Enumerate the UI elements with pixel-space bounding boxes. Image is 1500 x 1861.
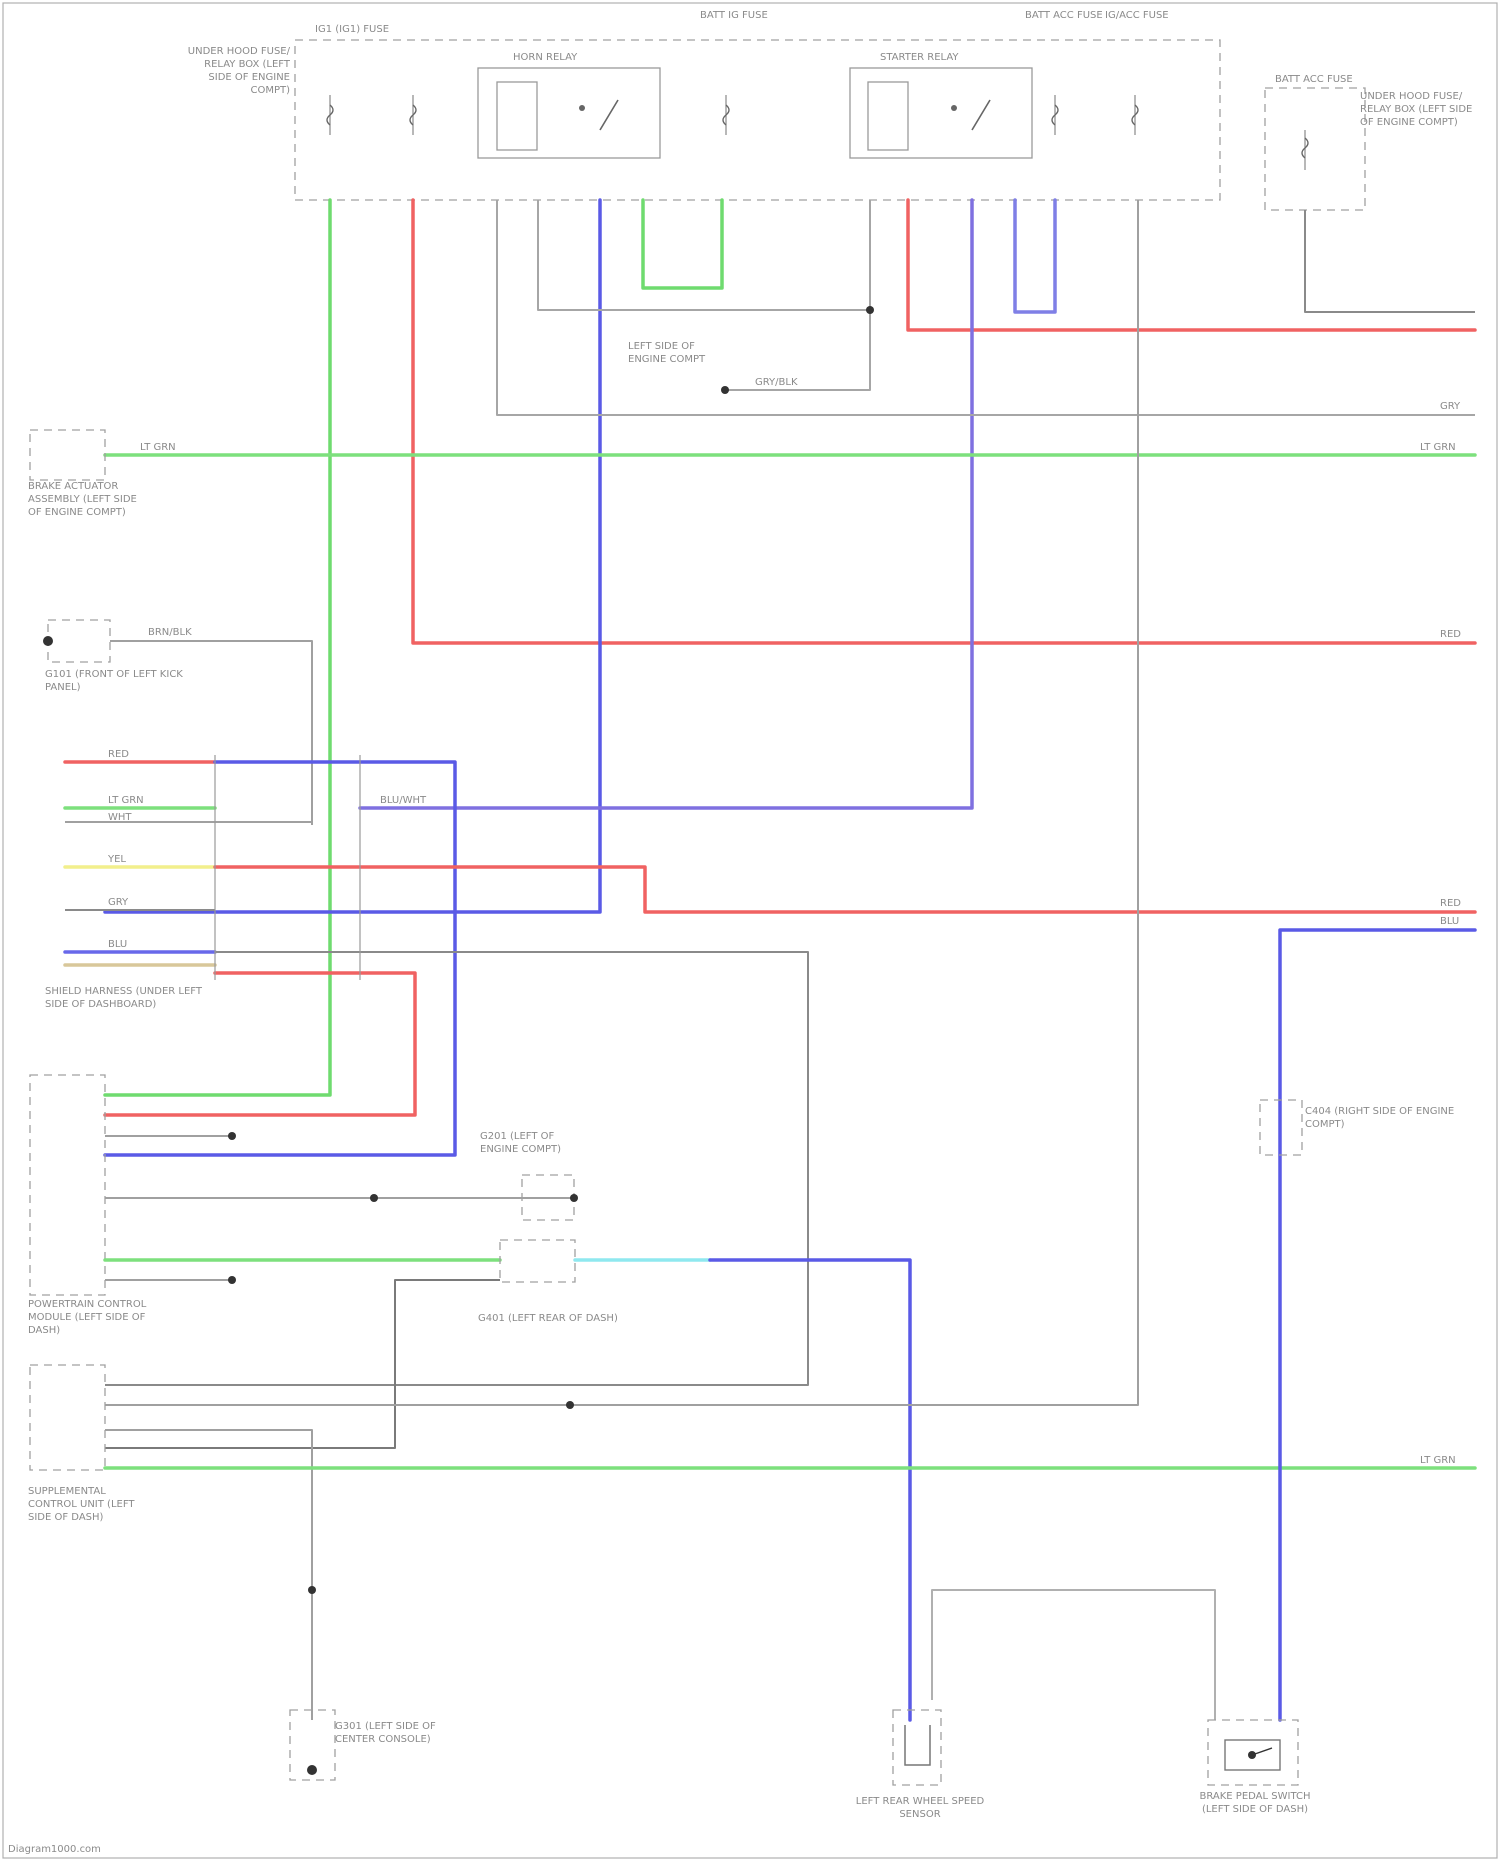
ground-left-dashed	[48, 620, 110, 662]
ground-top-label: LEFT SIDE OF ENGINE COMPT	[628, 340, 728, 366]
connector-right-label: C404 (RIGHT SIDE OF ENGINE COMPT)	[1305, 1105, 1455, 1131]
relay-1-label: HORN RELAY	[513, 52, 578, 63]
ground-lower-label: G401 (LEFT REAR OF DASH)	[478, 1312, 638, 1325]
harness-note-box: SHIELD HARNESS (UNDER LEFT SIDE OF DASHB…	[45, 985, 215, 1045]
actuator-label-box: BRAKE ACTUATOR ASSEMBLY (LEFT SIDE OF EN…	[28, 480, 148, 560]
bcm-ground-label: G201 (LEFT OF ENGINE COMPT)	[480, 1130, 590, 1156]
switch-icon	[1225, 1740, 1280, 1770]
ground-top-label-box: LEFT SIDE OF ENGINE COMPT	[628, 340, 728, 385]
unit-right-top-dashed	[1265, 88, 1365, 210]
pcm-ground-dot-b	[228, 1276, 236, 1284]
fuse-top-right-b-label: IG/ACC FUSE	[1105, 10, 1169, 21]
ground-bottom-dot	[307, 1765, 317, 1775]
unit-left-top-label: UNDER HOOD FUSE/ RELAY BOX (LEFT SIDE OF…	[180, 45, 290, 97]
module-lower-label-box: SUPPLEMENTAL CONTROL UNIT (LEFT SIDE OF …	[28, 1485, 138, 1540]
unit-left-top-label-box: UNDER HOOD FUSE/ RELAY BOX (LEFT SIDE OF…	[180, 45, 290, 120]
wire-gray-right-top	[1305, 210, 1475, 312]
wire-green-main	[105, 200, 330, 1095]
diagram-frame	[3, 3, 1497, 1858]
wire-gray-sensor-link	[932, 1590, 1215, 1720]
fuse-icon	[1302, 130, 1308, 170]
sensor-bottom-mid-dashed	[893, 1710, 941, 1785]
wire-label-red-h: RED	[108, 749, 129, 760]
ground-left-dot	[43, 636, 53, 646]
wire-label-green-h: LT GRN	[108, 795, 144, 806]
wire-gray-scu-a	[105, 200, 1138, 1405]
bcm-ground-dot	[570, 1194, 578, 1202]
unit-right-top-label: UNDER HOOD FUSE/ RELAY BOX (LEFT SIDE OF…	[1360, 90, 1480, 129]
wire-label-green: LT GRN	[140, 442, 176, 453]
wire-gray-relay-ground	[538, 200, 870, 310]
unit-right-top-label-box: UNDER HOOD FUSE/ RELAY BOX (LEFT SIDE OF…	[1360, 90, 1480, 170]
ground-left-label: G101 (FRONT OF LEFT KICK PANEL)	[45, 668, 215, 694]
fuse-far-right-label: BATT ACC FUSE	[1275, 74, 1353, 85]
ground-lower-label-box: G401 (LEFT REAR OF DASH)	[478, 1312, 638, 1342]
actuator-dashed	[30, 430, 105, 480]
wire-red-relay2	[908, 200, 1475, 330]
fuse-main-label: IG1 (IG1) FUSE	[315, 24, 389, 35]
splice-dot	[866, 306, 874, 314]
wire-purple-relay2	[360, 200, 972, 808]
wire-red-main	[413, 200, 1475, 643]
relay-2-label: STARTER RELAY	[880, 52, 959, 63]
sensor-bottom-mid-label-box: LEFT REAR WHEEL SPEED SENSOR	[850, 1795, 990, 1835]
wire-label-green-right: LT GRN	[1420, 442, 1456, 453]
wire-label-blue-right: BLU	[1440, 916, 1459, 927]
fuse-icon	[1052, 95, 1058, 135]
sensor-bottom-mid-icon	[905, 1725, 930, 1765]
wire-blue-g401	[710, 1260, 910, 1720]
connector-right-label-box: C404 (RIGHT SIDE OF ENGINE COMPT)	[1305, 1105, 1455, 1150]
switch-bottom-right-label-box: BRAKE PEDAL SWITCH (LEFT SIDE OF DASH)	[1185, 1790, 1325, 1830]
wire-blue-loop	[1015, 200, 1055, 312]
fuse-icon	[327, 95, 333, 135]
fuse-top-center-label: BATT IG FUSE	[700, 10, 768, 21]
pcm-splice-dot	[370, 1194, 378, 1202]
wire-red-harness-b	[215, 867, 1475, 912]
wire-label-yel-h: YEL	[107, 854, 126, 865]
scu-ground-mid-dot	[308, 1586, 316, 1594]
wire-label-red-right: RED	[1440, 629, 1461, 640]
wire-label-green-lower: LT GRN	[1420, 1455, 1456, 1466]
wire-green-loop	[643, 200, 722, 288]
module-lower-dashed	[30, 1365, 105, 1470]
wire-label-gray-ground: GRY/BLK	[755, 377, 798, 388]
module-left-label-box: POWERTRAIN CONTROL MODULE (LEFT SIDE OF …	[28, 1298, 178, 1348]
wire-gray-scu-b	[105, 1430, 312, 1720]
harness-note-label: SHIELD HARNESS (UNDER LEFT SIDE OF DASHB…	[45, 985, 215, 1011]
fuse-icon	[723, 95, 729, 135]
wire-label-wht-h: WHT	[108, 812, 132, 823]
wire-blue-right	[1280, 930, 1475, 1720]
switch-bottom-right-label: BRAKE PEDAL SWITCH (LEFT SIDE OF DASH)	[1185, 1790, 1325, 1816]
fuse-icon	[1132, 95, 1138, 135]
wire-label-blu-wht: BLU/WHT	[380, 795, 427, 806]
bcm-ground-label-box: G201 (LEFT OF ENGINE COMPT)	[480, 1130, 590, 1170]
actuator-label: BRAKE ACTUATOR ASSEMBLY (LEFT SIDE OF EN…	[28, 480, 148, 519]
module-left-dashed	[30, 1075, 105, 1295]
ground-bottom-label-box: G301 (LEFT SIDE OF CENTER CONSOLE)	[335, 1720, 445, 1760]
wire-label-gry-h: GRY	[108, 897, 129, 908]
ground-dot	[721, 386, 729, 394]
watermark: Diagram1000.com	[8, 1844, 101, 1855]
module-left-label: POWERTRAIN CONTROL MODULE (LEFT SIDE OF …	[28, 1298, 178, 1337]
fuse-icon	[410, 95, 416, 135]
wire-label-red-right-b: RED	[1440, 898, 1461, 909]
fuse-box-dashed	[295, 40, 1220, 200]
pcm-ground-dot-a	[228, 1132, 236, 1140]
module-lower-label: SUPPLEMENTAL CONTROL UNIT (LEFT SIDE OF …	[28, 1485, 138, 1524]
g401-dashed	[500, 1240, 575, 1282]
wire-label-blu-h: BLU	[108, 939, 127, 950]
sensor-bottom-mid-label: LEFT REAR WHEEL SPEED SENSOR	[850, 1795, 990, 1821]
fuse-top-right-a-label: BATT ACC FUSE	[1025, 10, 1103, 21]
ground-bottom-label: G301 (LEFT SIDE OF CENTER CONSOLE)	[335, 1720, 445, 1746]
relay-1-switch-icon	[579, 100, 618, 130]
relay-2-switch-icon	[951, 100, 990, 130]
wire-label-brn: BRN/BLK	[148, 627, 192, 638]
relay-2-coil	[868, 82, 908, 150]
ground-left-label-box: G101 (FRONT OF LEFT KICK PANEL)	[45, 668, 215, 708]
wire-label-gray-right: GRY	[1440, 401, 1461, 412]
relay-1-coil	[497, 82, 537, 150]
scu-splice-dot	[566, 1401, 574, 1409]
wire-blue-relay1	[105, 200, 600, 912]
